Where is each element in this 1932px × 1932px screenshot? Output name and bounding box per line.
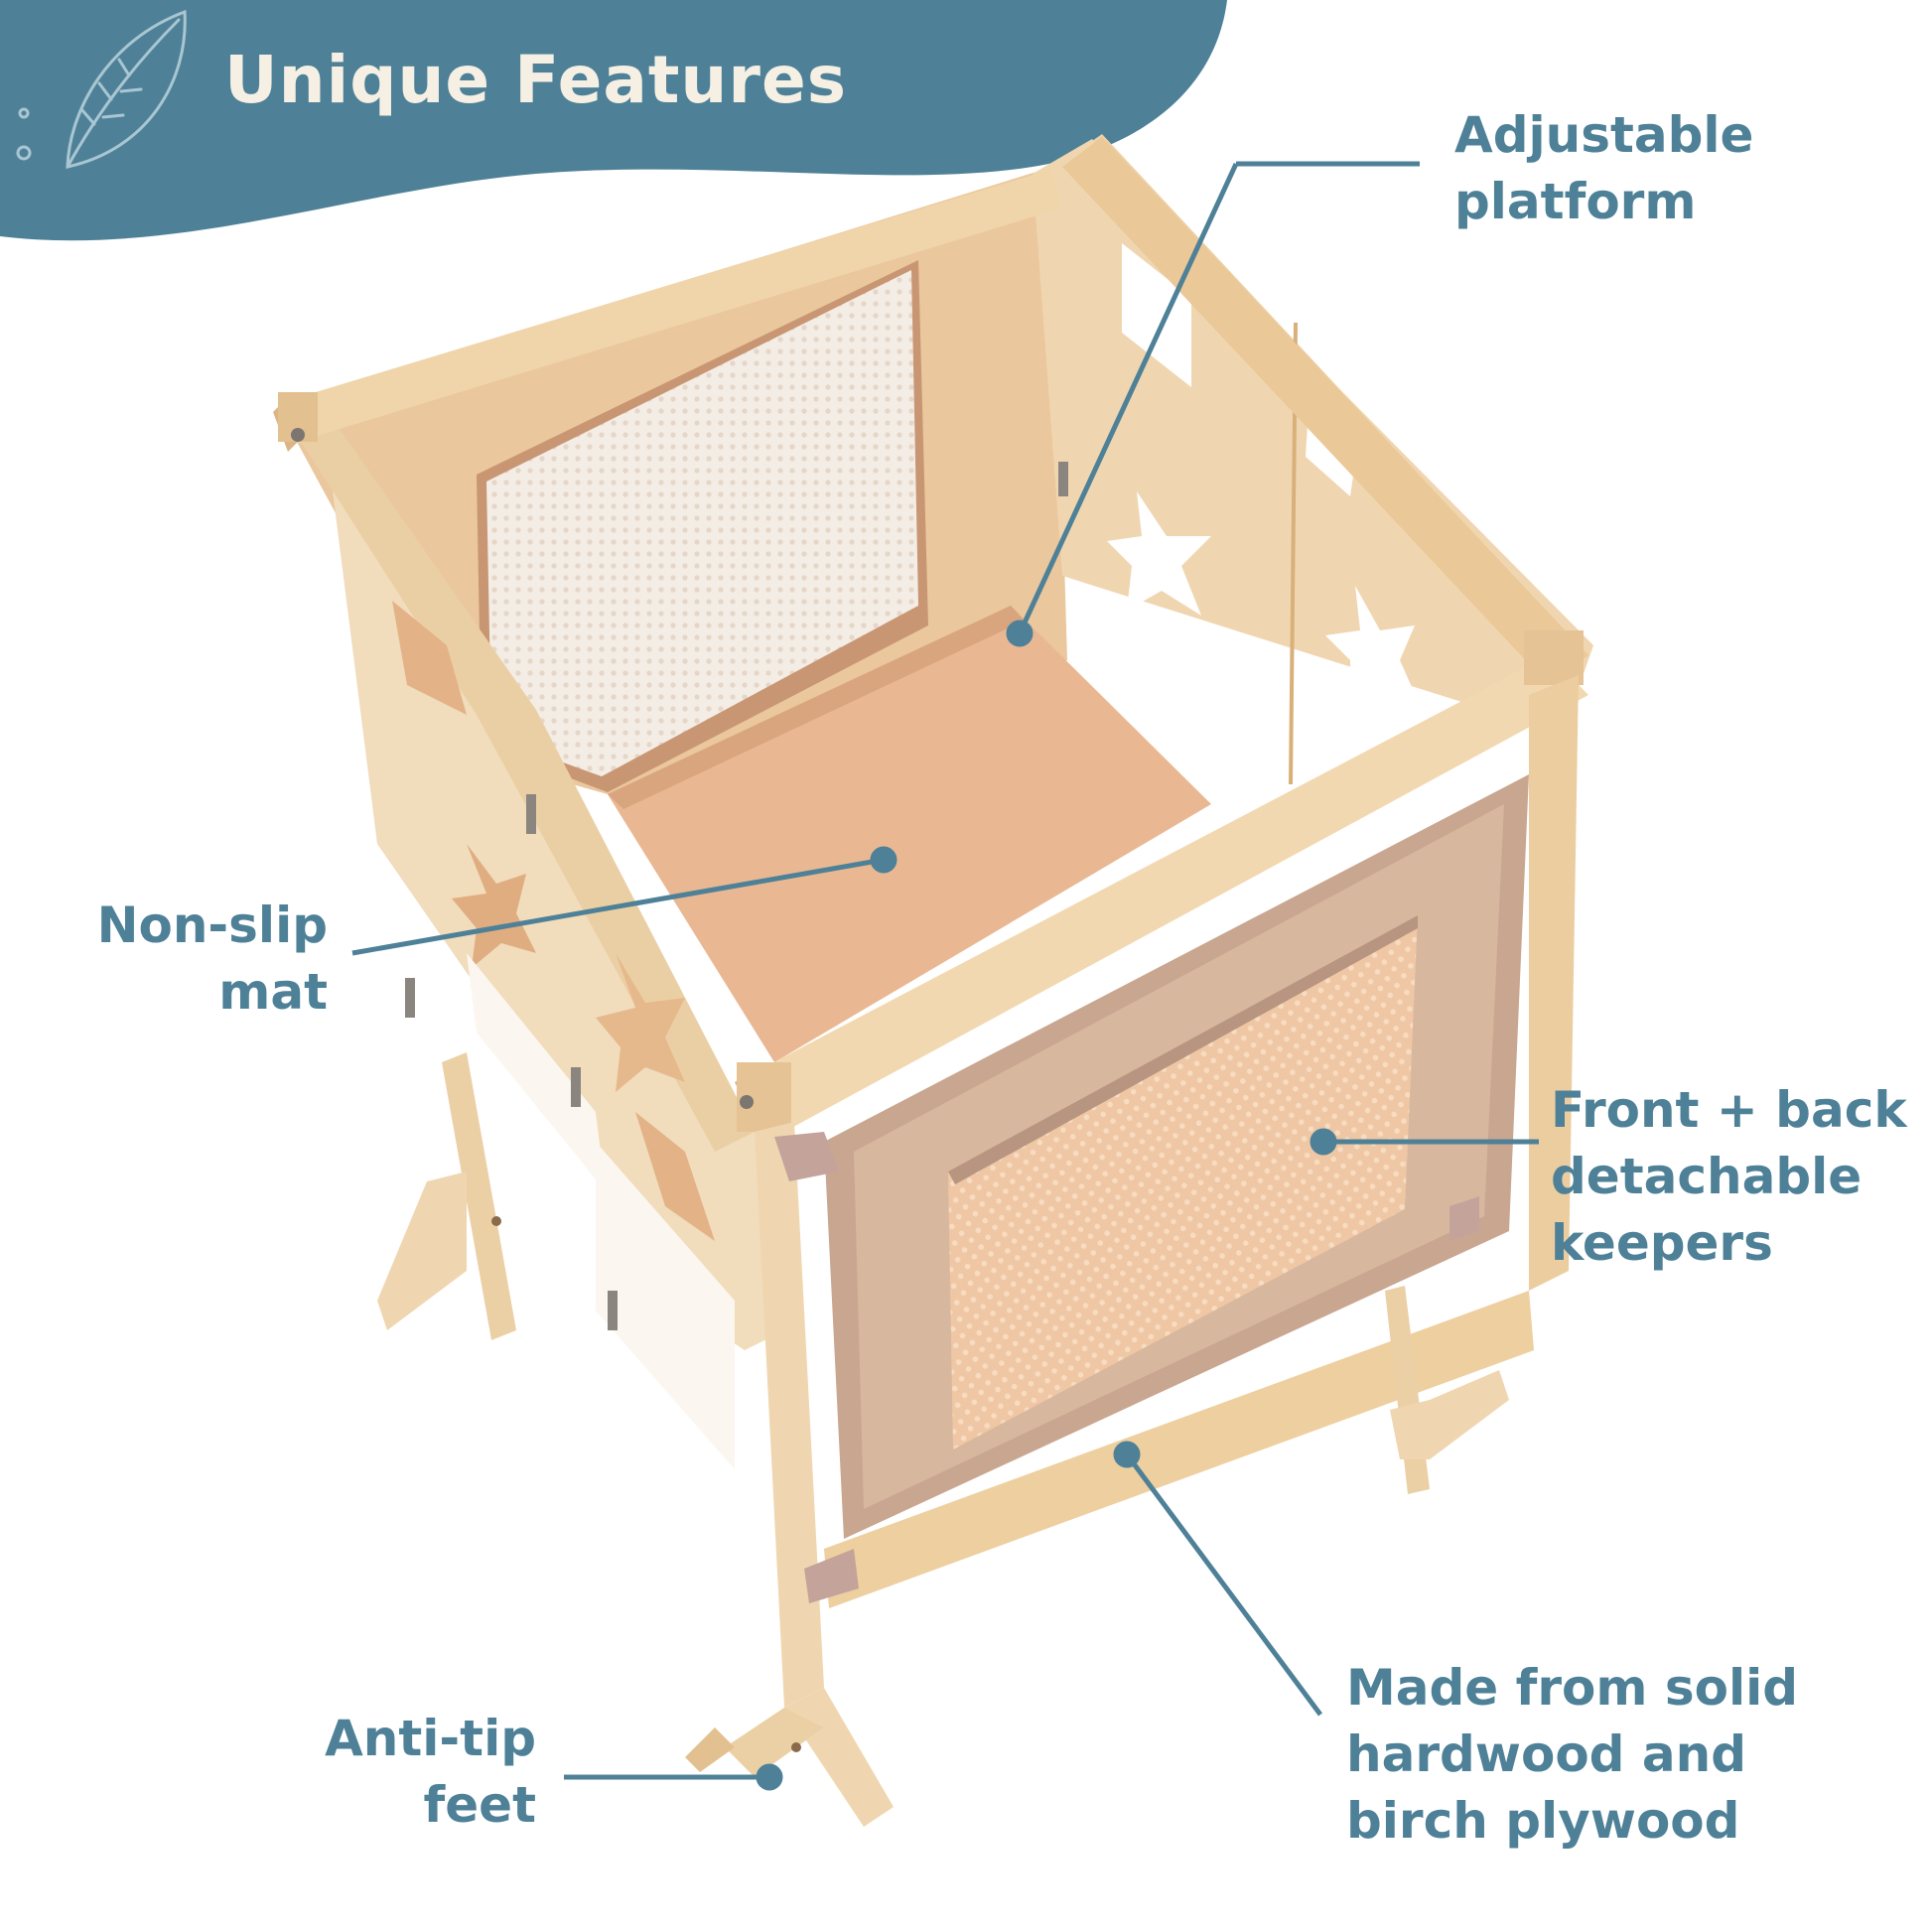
top-rail-back: [283, 169, 1060, 442]
front-left-post: [755, 1122, 824, 1708]
callout-keepers: Front + back detachable keepers: [1551, 1077, 1907, 1277]
feet-dot: [756, 1763, 783, 1791]
callout-line: detachable: [1551, 1148, 1863, 1205]
learning-tower: [273, 134, 1593, 1827]
keeper-dot: [1310, 1128, 1337, 1156]
leaf-icon: [16, 9, 187, 169]
left-window: [467, 953, 606, 1191]
front-right-post: [1529, 675, 1579, 1291]
star-cutout: [1107, 491, 1211, 616]
top-rail-front: [755, 655, 1588, 1132]
top-rail-right: [1062, 137, 1588, 685]
callout-line: birch plywood: [1346, 1792, 1740, 1850]
callout-line: feet: [423, 1776, 536, 1834]
callout-line: keepers: [1551, 1214, 1773, 1272]
callout-line: platform: [1454, 173, 1697, 230]
callout-line: Front + back: [1551, 1081, 1907, 1139]
back-left-leg: [442, 1052, 516, 1340]
callout-materials: Made from solid hardwood and birch plywo…: [1346, 1655, 1798, 1855]
platform-pin-dot: [1006, 620, 1034, 647]
mat-dot: [870, 846, 897, 874]
front-rail-bottom: [824, 1291, 1534, 1608]
materials-dot: [1113, 1441, 1141, 1468]
callout-line: Anti-tip: [325, 1710, 536, 1767]
callout-non-slip-mat: Non-slip mat: [60, 893, 328, 1026]
callout-line: mat: [218, 963, 328, 1021]
banner-shape: [0, 0, 1227, 241]
callout-anti-tip-feet: Anti-tip feet: [238, 1706, 536, 1839]
callout-line: hardwood and: [1346, 1725, 1747, 1783]
callout-adjustable-platform: Adjustable platform: [1454, 102, 1753, 235]
anti-tip-foot: [784, 1688, 894, 1827]
star-cutout-2: [1325, 586, 1420, 705]
square-cutout: [1122, 243, 1191, 387]
callout-line: Non-slip: [96, 897, 328, 954]
banner-title: Unique Features: [224, 42, 848, 118]
callout-leaders: [351, 161, 1539, 1791]
callout-line: Made from solid: [1346, 1659, 1799, 1717]
non-slip-mat: [608, 606, 1211, 1062]
front-keeper-mesh: [948, 915, 1418, 1449]
callout-line: Adjustable: [1454, 106, 1754, 164]
